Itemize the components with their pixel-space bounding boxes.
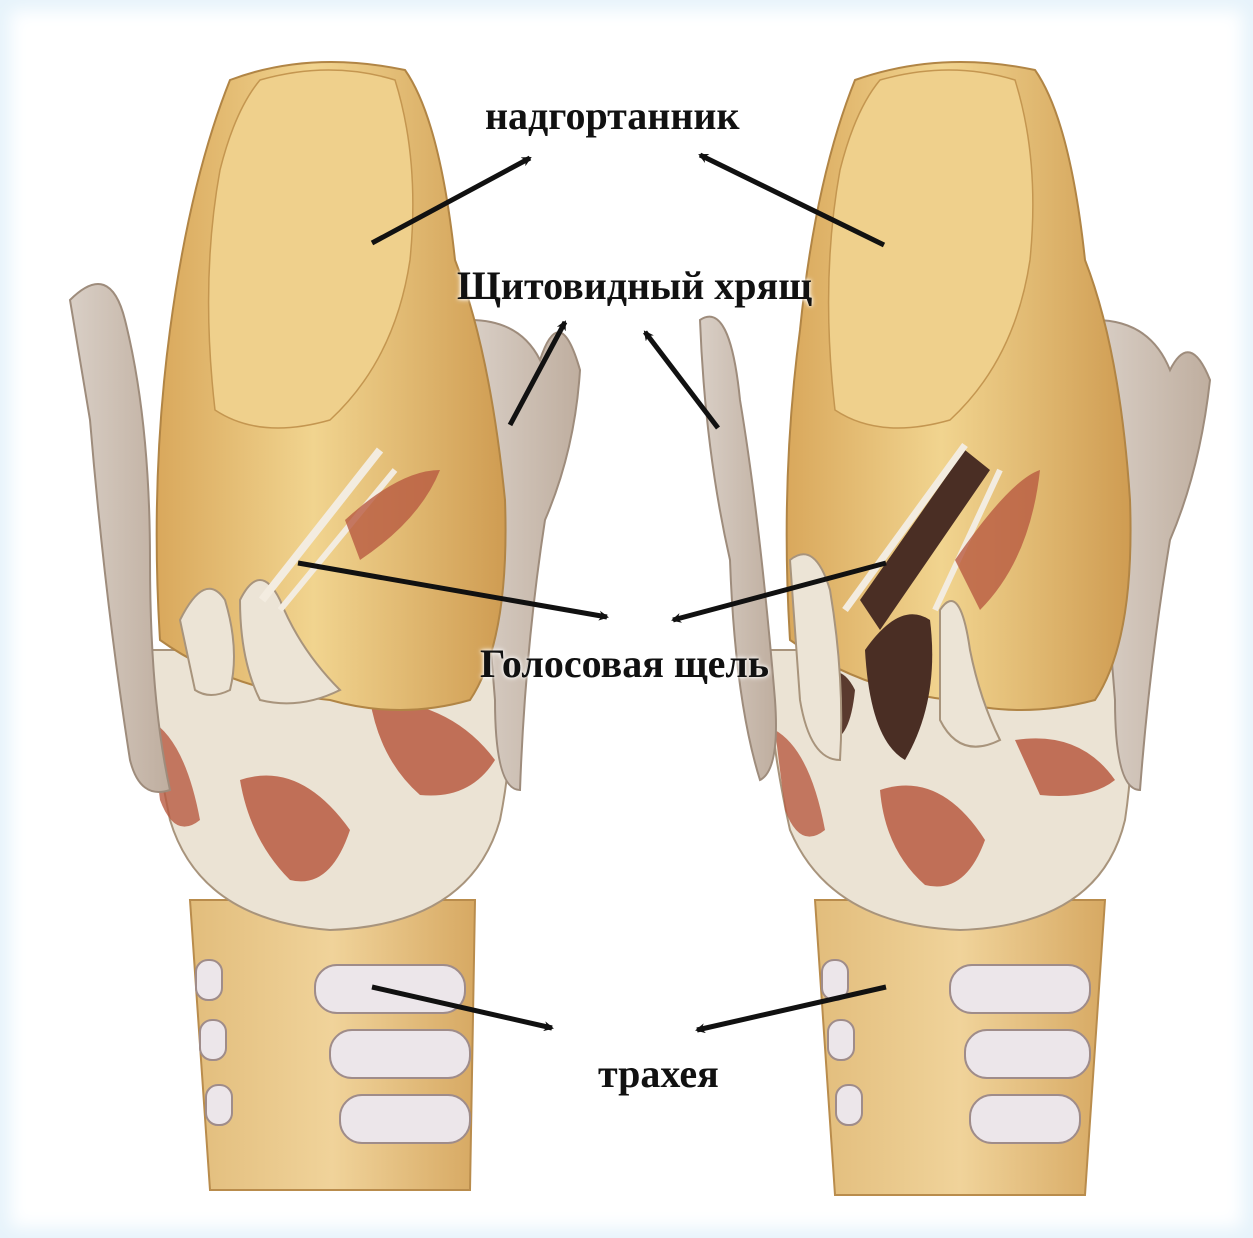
right-trachea [815, 900, 1105, 1195]
left-larynx [70, 62, 580, 1190]
right-horn-left [700, 317, 776, 780]
left-horn-left [70, 284, 170, 792]
label-thyroid-cartilage: Щитовидный хрящ [457, 262, 812, 309]
label-glottis: Голосовая щель [480, 640, 769, 687]
label-trachea: трахея [598, 1050, 719, 1097]
left-trachea [190, 900, 475, 1190]
label-epiglottis: надгортанник [485, 92, 740, 139]
right-larynx [700, 62, 1210, 1195]
